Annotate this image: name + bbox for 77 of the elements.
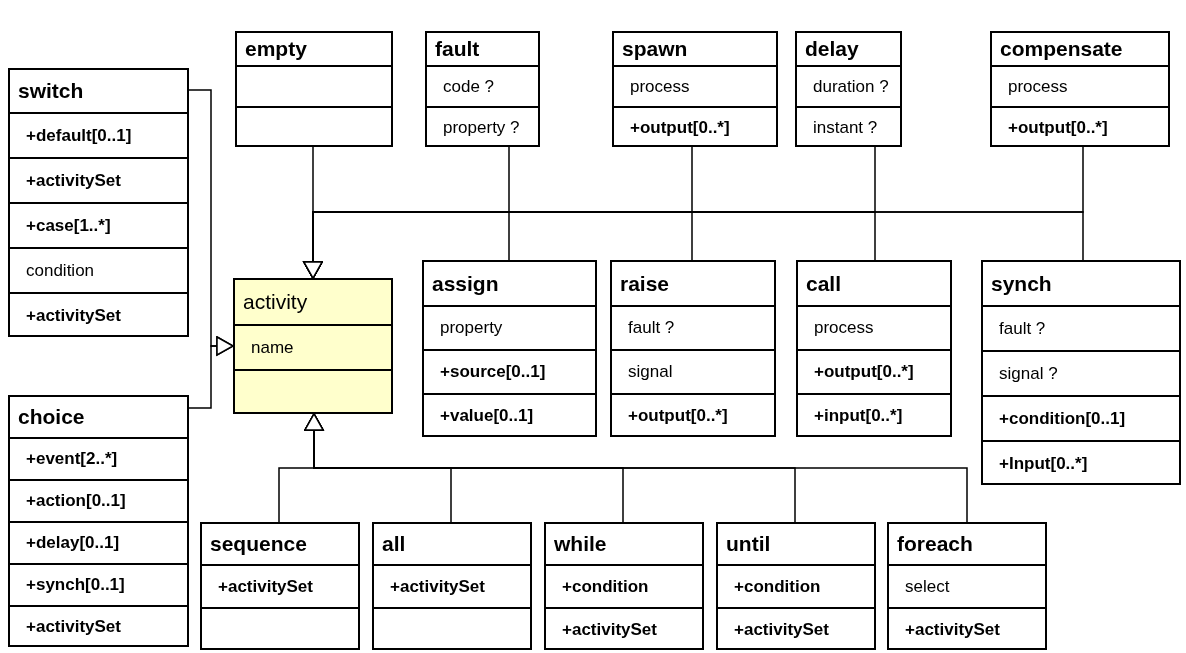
class-box xyxy=(990,31,1170,147)
class-box xyxy=(200,522,360,650)
class-attribute: name xyxy=(235,324,391,369)
class-name: all xyxy=(381,531,407,557)
class-attribute: +output[0..*] xyxy=(798,349,950,393)
class-name: activity xyxy=(242,289,309,315)
class-box xyxy=(8,395,189,647)
class-attribute: select xyxy=(889,564,1045,607)
class-attribute: +condition xyxy=(546,564,702,607)
class-box xyxy=(796,260,952,437)
class-attribute: instant ? xyxy=(797,106,900,147)
class-box xyxy=(372,522,532,650)
class-attribute: signal xyxy=(612,349,774,393)
class-attribute: +Input[0..*] xyxy=(983,440,1179,485)
class-attribute: +event[2..*] xyxy=(10,437,187,479)
class-attribute: +condition xyxy=(718,564,874,607)
class-attribute: +input[0..*] xyxy=(798,393,950,437)
class-attribute: process xyxy=(798,305,950,349)
class-attribute: +case[1..*] xyxy=(10,202,187,247)
class-attribute: process xyxy=(614,65,776,106)
class-attribute: +activitySet xyxy=(374,564,530,607)
class-box xyxy=(544,522,704,650)
class-attribute: +activitySet xyxy=(889,607,1045,650)
class-attribute: +delay[0..1] xyxy=(10,521,187,563)
class-attribute: +output[0..*] xyxy=(612,393,774,437)
generalization-arrow xyxy=(188,336,234,409)
class-attribute: +output[0..*] xyxy=(614,106,776,147)
class-attribute: process xyxy=(992,65,1168,106)
class-attribute: +synch[0..1] xyxy=(10,563,187,605)
class-name: compensate xyxy=(999,36,1124,62)
class-name: call xyxy=(805,270,843,297)
class-attribute: +activitySet xyxy=(10,292,187,337)
class-attribute: property ? xyxy=(427,106,538,147)
class-name: delay xyxy=(804,36,860,62)
class-name: switch xyxy=(17,78,85,104)
class-attribute: fault ? xyxy=(612,305,774,349)
class-box xyxy=(425,31,540,147)
class-attribute: +activitySet xyxy=(10,605,187,647)
class-box xyxy=(795,31,902,147)
class-box xyxy=(422,260,597,437)
generalization-arrow xyxy=(303,211,1084,279)
class-name: raise xyxy=(619,270,671,297)
class-attribute: +activitySet xyxy=(546,607,702,650)
class-attribute: +condition[0..1] xyxy=(983,395,1179,440)
class-box xyxy=(233,278,393,414)
class-name: spawn xyxy=(621,36,689,62)
class-attribute: +activitySet xyxy=(202,564,358,607)
class-attribute: +output[0..*] xyxy=(992,106,1168,147)
class-box xyxy=(981,260,1181,485)
class-name: assign xyxy=(431,270,500,297)
generalization-arrow xyxy=(304,413,968,523)
class-attribute: +source[0..1] xyxy=(424,349,595,393)
class-name: sequence xyxy=(209,531,308,557)
class-attribute: property xyxy=(424,305,595,349)
class-attribute: +activitySet xyxy=(10,157,187,202)
class-name: until xyxy=(725,531,772,557)
class-attribute: +value[0..1] xyxy=(424,393,595,437)
class-attribute: fault ? xyxy=(983,305,1179,350)
class-name: choice xyxy=(17,404,86,430)
class-name: foreach xyxy=(896,531,974,557)
class-box xyxy=(610,260,776,437)
class-box xyxy=(887,522,1047,650)
class-attribute: duration ? xyxy=(797,65,900,106)
class-name: while xyxy=(553,531,608,557)
class-attribute: code ? xyxy=(427,65,538,106)
class-name: empty xyxy=(244,36,308,62)
class-name: synch xyxy=(990,270,1053,297)
class-attribute: +activitySet xyxy=(718,607,874,650)
class-name: fault xyxy=(434,36,481,62)
class-attribute: condition xyxy=(10,247,187,292)
class-box xyxy=(716,522,876,650)
class-box xyxy=(235,31,393,147)
class-attribute: +action[0..1] xyxy=(10,479,187,521)
class-box xyxy=(8,68,189,337)
class-attribute: +default[0..1] xyxy=(10,112,187,157)
class-attribute: signal ? xyxy=(983,350,1179,395)
class-box xyxy=(612,31,778,147)
